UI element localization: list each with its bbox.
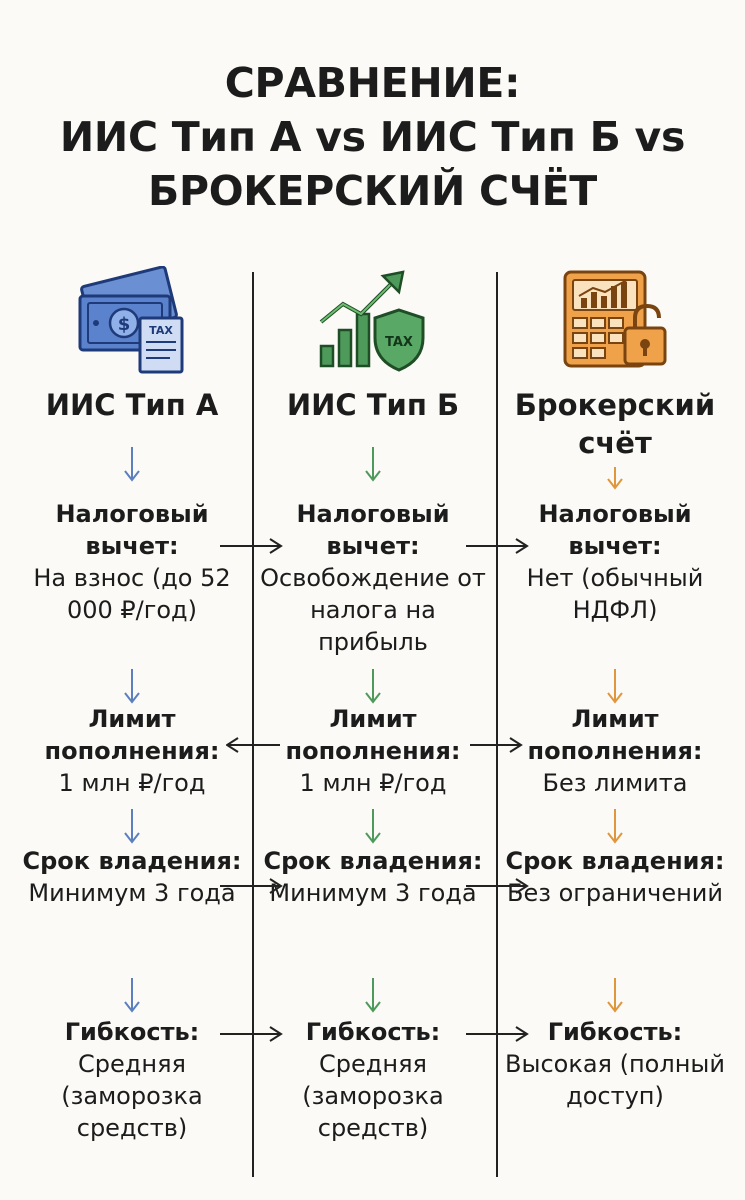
row-label: Гибкость: — [64, 1018, 200, 1046]
column-iis-type-b: TAX ИИС Тип Б Налоговый вычет: Освобожде… — [258, 262, 488, 1162]
row-value: Освобождение от налога на прибыль — [260, 564, 486, 656]
column-divider-left — [252, 272, 254, 1177]
column-divider-right — [496, 272, 498, 1177]
row-value: 1 млн ₽/год — [58, 769, 206, 797]
row-flexibility: Гибкость: Средняя (заморозка средств) — [17, 1016, 247, 1144]
arrow-right-icon — [466, 878, 529, 894]
row-label: Срок владения: — [263, 847, 483, 875]
calculator-chart-lock-icon — [500, 262, 730, 380]
row-deposit-limit: Лимит пополнения: 1 млн ₽/год — [258, 703, 488, 799]
row-tax-deduction: Налоговый вычет: Освобождение от налога … — [258, 498, 488, 658]
arrow-right-icon — [220, 1026, 283, 1042]
row-deposit-limit: Лимит пополнения: Без лимита — [500, 703, 730, 799]
row-value: Минимум 3 года — [269, 879, 477, 907]
arrow-down-icon — [607, 809, 623, 844]
row-label: Срок владения: — [505, 847, 725, 875]
row-tax-deduction: Налоговый вычет: На взнос (до 52 000 ₽/г… — [17, 498, 247, 626]
row-value: Высокая (полный доступ) — [505, 1050, 725, 1110]
column-iis-type-a: $ TAX ИИС Тип А Налоговый вычет: На взно… — [17, 262, 247, 1162]
row-label: Налоговый вычет: — [55, 500, 209, 560]
row-label: Лимит пополнения: — [285, 705, 461, 765]
arrow-left-icon — [226, 737, 280, 753]
arrow-down-icon — [124, 978, 140, 1013]
arrow-right-icon — [470, 737, 523, 753]
svg-text:TAX: TAX — [149, 324, 173, 337]
growth-shield-tax-icon: TAX — [258, 262, 488, 380]
row-value: Нет (обычный НДФЛ) — [526, 564, 704, 624]
row-holding-period: Срок владения: Минимум 3 года — [258, 845, 488, 909]
arrow-right-icon — [220, 878, 283, 894]
arrow-down-icon — [607, 669, 623, 704]
row-label: Налоговый вычет: — [538, 500, 692, 560]
arrow-down-icon — [365, 447, 381, 482]
row-flexibility: Гибкость: Средняя (заморозка средств) — [258, 1016, 488, 1144]
row-label: Гибкость: — [305, 1018, 441, 1046]
column-name: ИИС Тип Б — [286, 388, 460, 422]
row-label: Лимит пополнения: — [44, 705, 220, 765]
row-label: Налоговый вычет: — [296, 500, 450, 560]
arrow-down-icon — [365, 809, 381, 844]
row-label: Гибкость: — [547, 1018, 683, 1046]
svg-text:TAX: TAX — [385, 335, 413, 350]
title-line-3: БРОКЕРСКИЙ СЧЁТ — [148, 167, 597, 215]
arrow-down-icon — [365, 978, 381, 1013]
row-deposit-limit: Лимит пополнения: 1 млн ₽/год — [17, 703, 247, 799]
arrow-down-icon — [124, 669, 140, 704]
row-value: Без ограничений — [507, 879, 723, 907]
row-holding-period: Срок владения: Без ограничений — [500, 845, 730, 909]
title-line-2: ИИС Тип А vs ИИС Тип Б vs — [59, 113, 686, 161]
title-line-1: СРАВНЕНИЕ: — [224, 59, 521, 107]
row-label: Срок владения: — [22, 847, 242, 875]
row-value: Минимум 3 года — [28, 879, 236, 907]
row-label: Лимит пополнения: — [527, 705, 703, 765]
row-flexibility: Гибкость: Высокая (полный доступ) — [500, 1016, 730, 1112]
svg-text:$: $ — [118, 314, 131, 335]
column-brokerage-account: Брокерский счёт Налоговый вычет: Нет (об… — [500, 262, 730, 1162]
arrow-right-icon — [220, 538, 283, 554]
arrow-right-icon — [466, 538, 529, 554]
arrow-down-icon — [365, 669, 381, 704]
column-name: ИИС Тип А — [45, 388, 219, 422]
arrow-down-icon — [607, 467, 623, 490]
page-title: СРАВНЕНИЕ: ИИС Тип А vs ИИС Тип Б vs БРО… — [0, 56, 745, 218]
row-value: Средняя (заморозка средств) — [302, 1050, 444, 1142]
row-value: Средняя (заморозка средств) — [61, 1050, 203, 1142]
money-tax-icon: $ TAX — [17, 262, 247, 380]
row-tax-deduction: Налоговый вычет: Нет (обычный НДФЛ) — [500, 498, 730, 626]
arrow-down-icon — [124, 809, 140, 844]
arrow-down-icon — [607, 978, 623, 1013]
row-value: На взнос (до 52 000 ₽/год) — [33, 564, 231, 624]
row-value: 1 млн ₽/год — [299, 769, 447, 797]
column-name: Брокерский счёт — [514, 388, 716, 460]
row-value: Без лимита — [542, 769, 688, 797]
row-holding-period: Срок владения: Минимум 3 года — [17, 845, 247, 909]
arrow-right-icon — [466, 1026, 529, 1042]
arrow-down-icon — [124, 447, 140, 482]
